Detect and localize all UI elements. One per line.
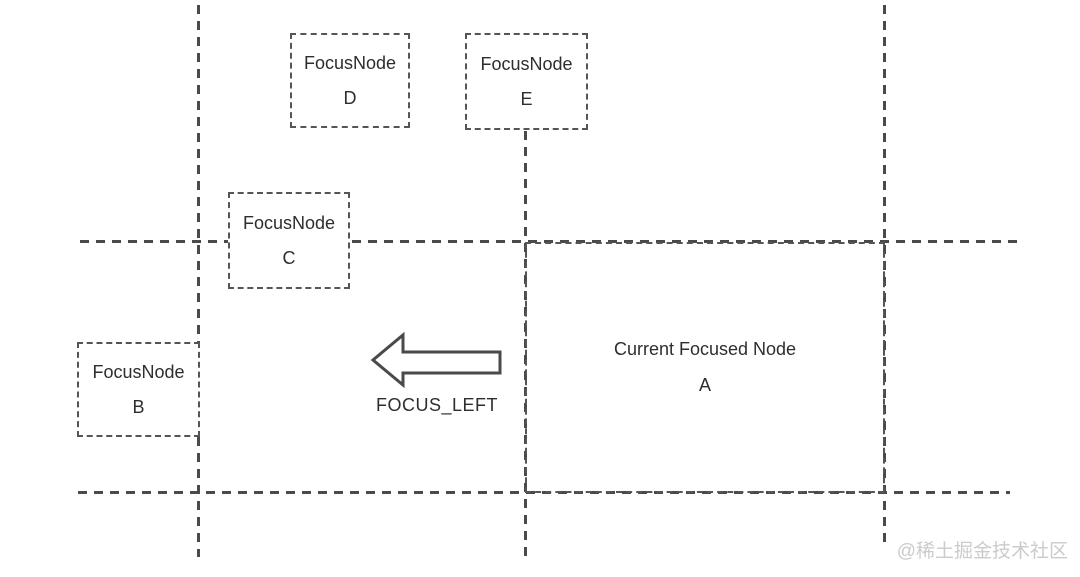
focus-node-d: FocusNode D <box>290 33 410 128</box>
focus-node-c-letter: C <box>282 247 296 268</box>
focus-left-arrow-icon <box>370 331 504 389</box>
focus-node-d-letter: D <box>343 87 357 108</box>
focus-node-b-title: FocusNode <box>92 361 185 382</box>
focus-left-action-label: FOCUS_LEFT <box>375 395 499 415</box>
grid-line-vertical-left <box>197 5 200 557</box>
focus-node-e: FocusNode E <box>465 33 588 130</box>
focus-node-d-title: FocusNode <box>303 52 397 73</box>
watermark-text: @稀土掘金技术社区 <box>896 541 1068 562</box>
focus-node-e-letter: E <box>520 88 533 109</box>
current-focused-node-a: Current Focused Node A <box>525 242 885 493</box>
grid-line-horizontal-top <box>80 240 1017 243</box>
focus-node-b: FocusNode B <box>77 342 200 437</box>
focus-node-b-letter: B <box>132 396 145 417</box>
current-focused-node-a-letter: A <box>698 375 711 395</box>
focus-node-c: FocusNode C <box>228 192 350 289</box>
current-focused-node-a-title: Current Focused Node <box>613 339 797 359</box>
focus-node-c-title: FocusNode <box>242 212 336 233</box>
focus-node-e-title: FocusNode <box>480 53 573 74</box>
